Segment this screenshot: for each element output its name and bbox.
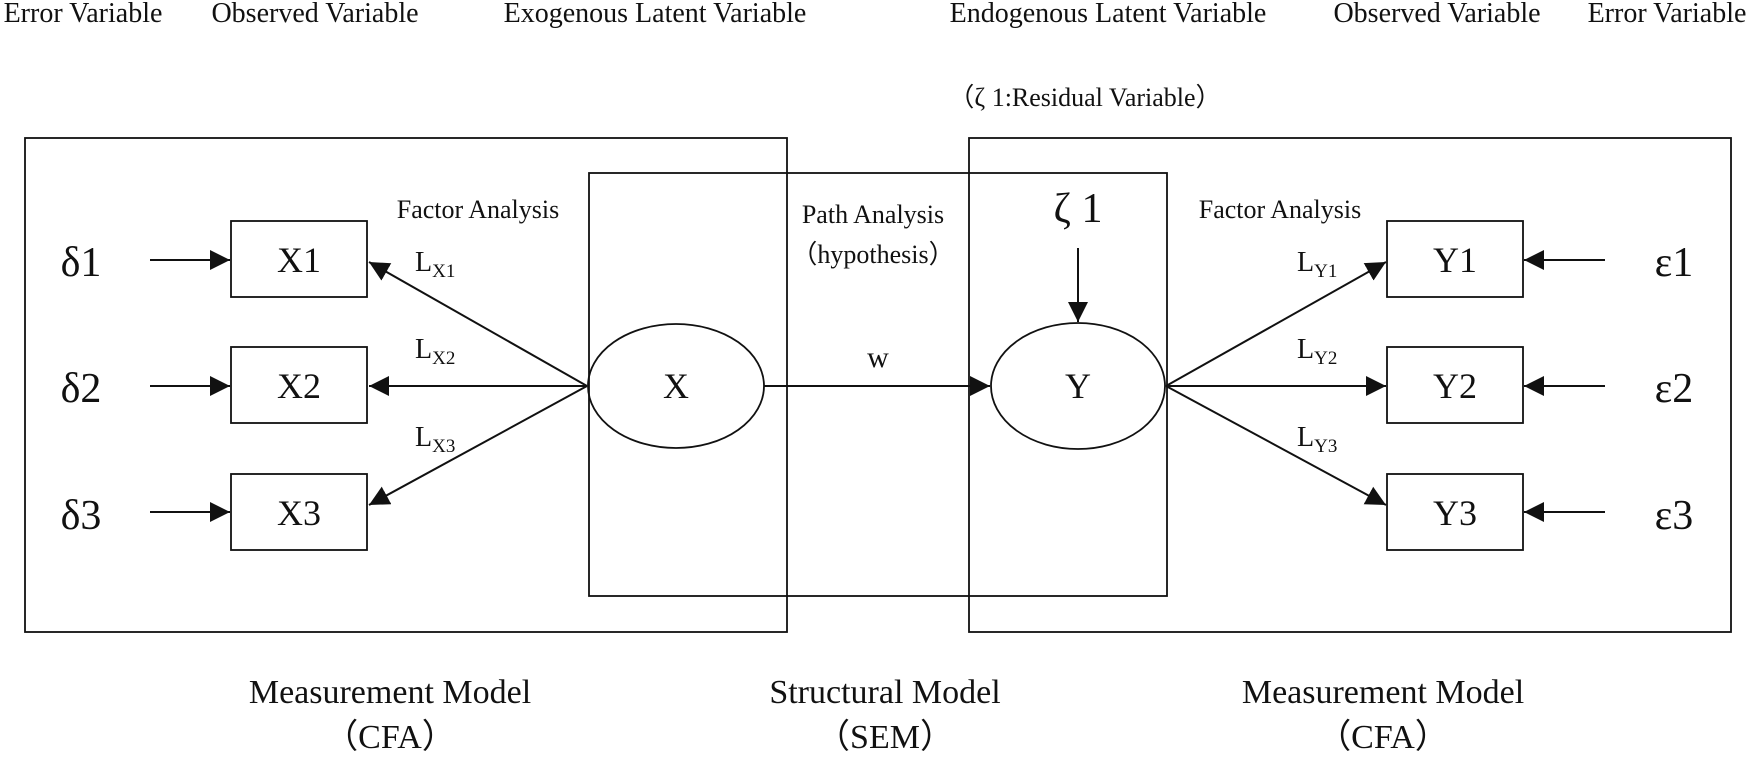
indicator-y1-label: Y1 xyxy=(1433,240,1477,280)
indicator-x1-box xyxy=(230,220,368,298)
loading-y3-label: LY3 xyxy=(1297,422,1337,457)
epsilon-3-label: ε3 xyxy=(1655,493,1694,539)
header-observed-left: Observed Variable xyxy=(211,0,418,29)
endogenous-node-label: Y xyxy=(1065,366,1091,406)
indicator-x3-label: X3 xyxy=(277,493,321,533)
path-analysis-label: Path Analysis xyxy=(802,200,944,229)
exogenous-node-label: X xyxy=(663,366,689,406)
epsilon-1-label: ε1 xyxy=(1655,240,1694,286)
footer-left-sub: （CFA） xyxy=(324,718,456,755)
delta-1-label: δ1 xyxy=(61,240,102,286)
residual-zeta-label: ζ 1 xyxy=(1054,186,1103,232)
residual-note: （ζ 1:Residual Variable） xyxy=(948,83,1221,112)
indicator-x1-label: X1 xyxy=(277,240,321,280)
loading-x1-label: LX1 xyxy=(415,247,455,282)
header-exogenous: Exogenous Latent Variable xyxy=(504,0,807,29)
indicator-y1-box xyxy=(1386,220,1524,298)
footer-right-sub: （CFA） xyxy=(1317,718,1449,755)
right-factor-analysis-label: Factor Analysis xyxy=(1199,195,1362,224)
footer-right-title: Measurement Model xyxy=(1242,674,1524,711)
footer-left-title: Measurement Model xyxy=(249,674,531,711)
loading-y3-arrow xyxy=(1165,385,1387,506)
indicator-x3-box xyxy=(230,473,368,551)
indicator-y2-box xyxy=(1386,346,1524,424)
header-error-left: Error Variable xyxy=(4,0,163,29)
header-observed-right: Observed Variable xyxy=(1333,0,1540,29)
delta-3-label: δ3 xyxy=(61,493,102,539)
path-w-label: w xyxy=(867,341,889,374)
delta-2-label: δ2 xyxy=(61,366,102,412)
footer-center-sub: （SEM） xyxy=(816,718,954,755)
header-endogenous: Endogenous Latent Variable xyxy=(950,0,1267,29)
endogenous-node-y xyxy=(990,322,1166,450)
epsilon-2-label: ε2 xyxy=(1655,366,1694,412)
loading-x3-label: LX3 xyxy=(415,422,455,457)
left-factor-analysis-label: Factor Analysis xyxy=(397,195,560,224)
indicator-y3-label: Y3 xyxy=(1433,493,1477,533)
loading-x2-label: LX2 xyxy=(415,334,455,369)
footer-center-title: Structural Model xyxy=(769,674,1000,711)
path-hypothesis-label: （hypothesis） xyxy=(791,240,954,269)
loading-x1-arrow xyxy=(368,261,588,387)
loading-y1-arrow xyxy=(1165,261,1387,387)
indicator-x2-box xyxy=(230,346,368,424)
loading-x3-arrow xyxy=(368,385,588,506)
loading-y2-label: LY2 xyxy=(1297,334,1337,369)
indicator-y3-box xyxy=(1386,473,1524,551)
header-error-right: Error Variable xyxy=(1588,0,1747,29)
indicator-y2-label: Y2 xyxy=(1433,366,1477,406)
loading-y1-label: LY1 xyxy=(1297,247,1337,282)
indicator-x2-label: X2 xyxy=(277,366,321,406)
